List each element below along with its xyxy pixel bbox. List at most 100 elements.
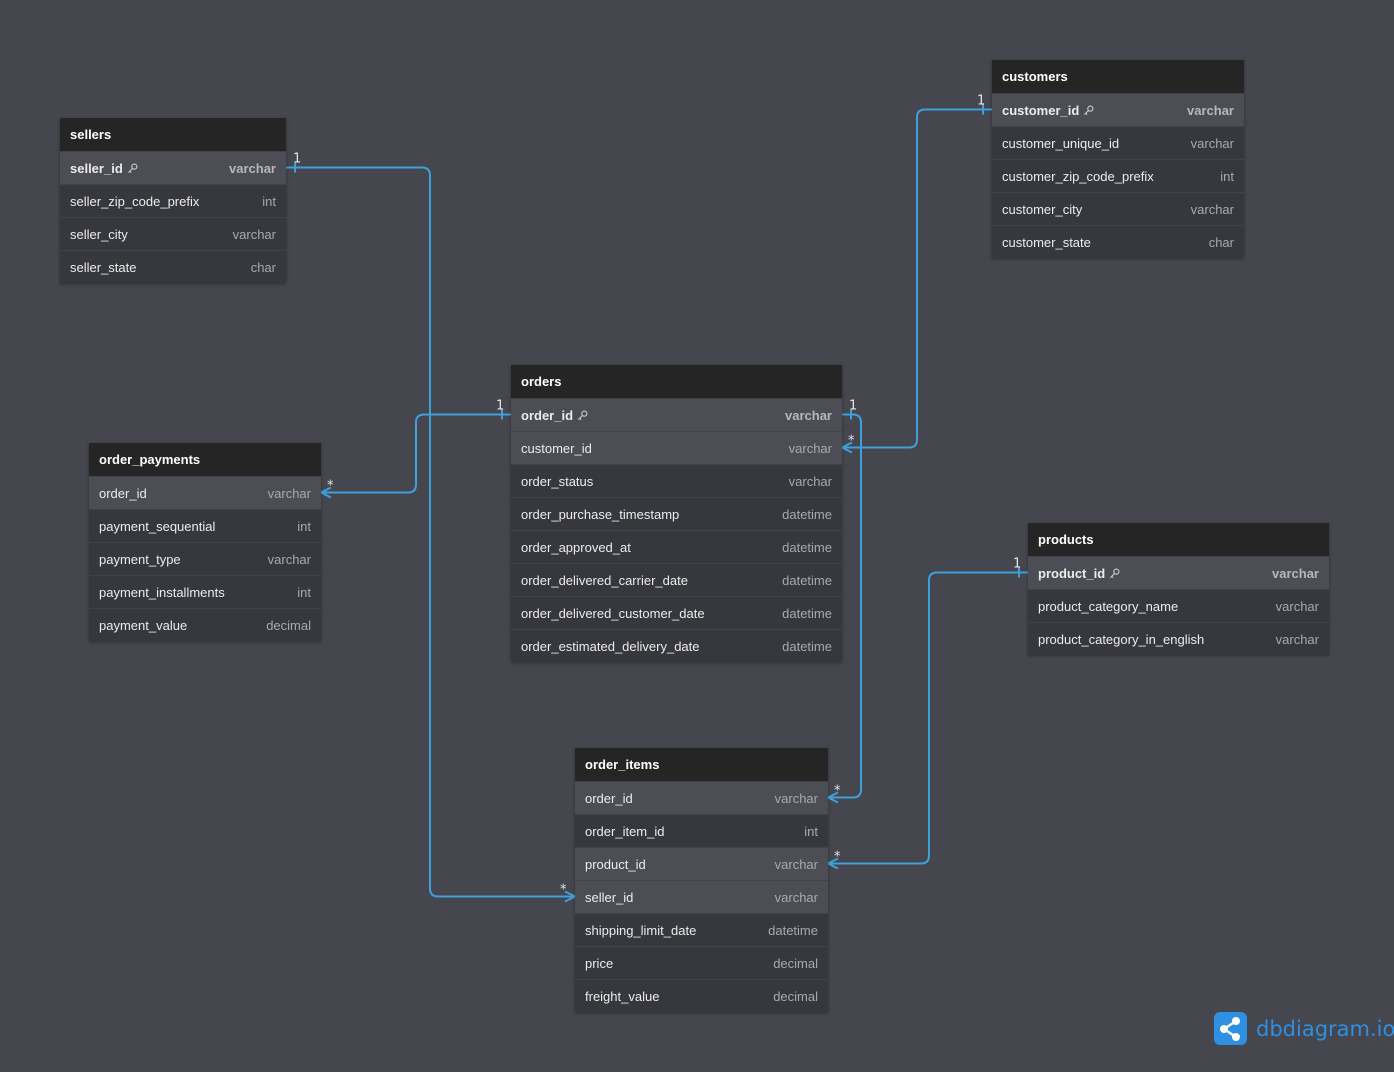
table-sellers[interactable]: sellers seller_id varchar seller_zip_code_p… (60, 118, 286, 283)
field-type: varchar (788, 440, 832, 456)
field-name: customer_id (521, 441, 592, 456)
field-name: order_delivered_customer_date (521, 606, 705, 621)
field-name: order_delivered_carrier_date (521, 573, 688, 588)
field-row[interactable]: customer_id varchar (511, 431, 842, 464)
field-name-text: order_delivered_customer_date (521, 605, 705, 621)
cardinality-one-label: 1 (849, 399, 857, 414)
field-row[interactable]: customer_id varchar (992, 93, 1244, 126)
field-name: payment_value (99, 618, 187, 633)
many-cardinality-crowfoot (318, 486, 332, 499)
field-name-text: payment_sequential (99, 518, 216, 534)
key-icon (1110, 568, 1120, 578)
cardinality-many-label: * (327, 479, 334, 494)
field-type: varchar (1190, 135, 1234, 151)
table-header[interactable]: products (1028, 523, 1329, 556)
field-name-text: order_delivered_carrier_date (521, 572, 688, 588)
field-type: varchar (785, 407, 832, 423)
field-name-text: customer_zip_code_prefix (1002, 168, 1154, 184)
field-type: int (262, 193, 276, 209)
field-name: product_category_name (1038, 599, 1178, 614)
field-row[interactable]: customer_city varchar (992, 192, 1244, 225)
field-name-text: seller_id (70, 160, 123, 176)
cardinality-one-label: 1 (977, 94, 985, 109)
field-name-text: order_id (521, 407, 574, 423)
table-header[interactable]: sellers (60, 118, 286, 151)
field-row[interactable]: order_delivered_carrier_date datetime (511, 563, 842, 596)
relationship-line (842, 108, 992, 449)
field-name: order_estimated_delivery_date (521, 639, 700, 654)
field-name: payment_sequential (99, 519, 215, 534)
field-name: customer_city (1002, 202, 1082, 217)
field-name-text: product_category_name (1038, 598, 1179, 614)
field-type: datetime (782, 572, 832, 588)
field-type: decimal (773, 955, 818, 971)
field-name-text: product_id (585, 856, 646, 872)
relationship-line (828, 571, 1028, 865)
field-row[interactable]: order_estimated_delivery_date datetime (511, 629, 842, 662)
field-type: varchar (788, 473, 832, 489)
table-header[interactable]: order_payments (89, 443, 321, 476)
field-type: varchar (1190, 201, 1234, 217)
field-type: datetime (782, 506, 832, 522)
many-cardinality-crowfoot (564, 890, 578, 903)
field-name: order_item_id (585, 824, 665, 839)
brand-logo[interactable]: dbdiagram.io (1214, 1012, 1394, 1045)
field-type: datetime (768, 922, 818, 938)
field-type: varchar (1275, 631, 1319, 647)
table-header[interactable]: order_items (575, 748, 828, 781)
field-name: seller_state (70, 260, 136, 275)
brand-name: dbdiagram.io (1256, 1016, 1394, 1041)
field-name: order_id (521, 408, 588, 423)
field-name: order_id (585, 791, 633, 806)
field-row[interactable]: seller_id varchar (60, 151, 286, 184)
field-name: seller_city (70, 227, 128, 242)
cardinality-one-label: 1 (1013, 557, 1021, 572)
field-name: customer_id (1002, 103, 1094, 118)
field-name-text: seller_state (70, 259, 137, 275)
table-header[interactable]: orders (511, 365, 842, 398)
field-type: datetime (782, 638, 832, 654)
field-name: customer_zip_code_prefix (1002, 169, 1154, 184)
field-name: order_approved_at (521, 540, 631, 555)
cardinality-many-label: * (834, 850, 841, 865)
field-name: customer_state (1002, 235, 1091, 250)
field-type: varchar (1187, 102, 1234, 118)
cardinality-many-label: * (560, 883, 567, 898)
field-name-text: freight_value (585, 988, 660, 1004)
table-header[interactable]: customers (992, 60, 1244, 93)
cardinality-one-label: 1 (293, 152, 301, 167)
field-row[interactable]: order_id varchar (511, 398, 842, 431)
field-type: varchar (229, 160, 276, 176)
